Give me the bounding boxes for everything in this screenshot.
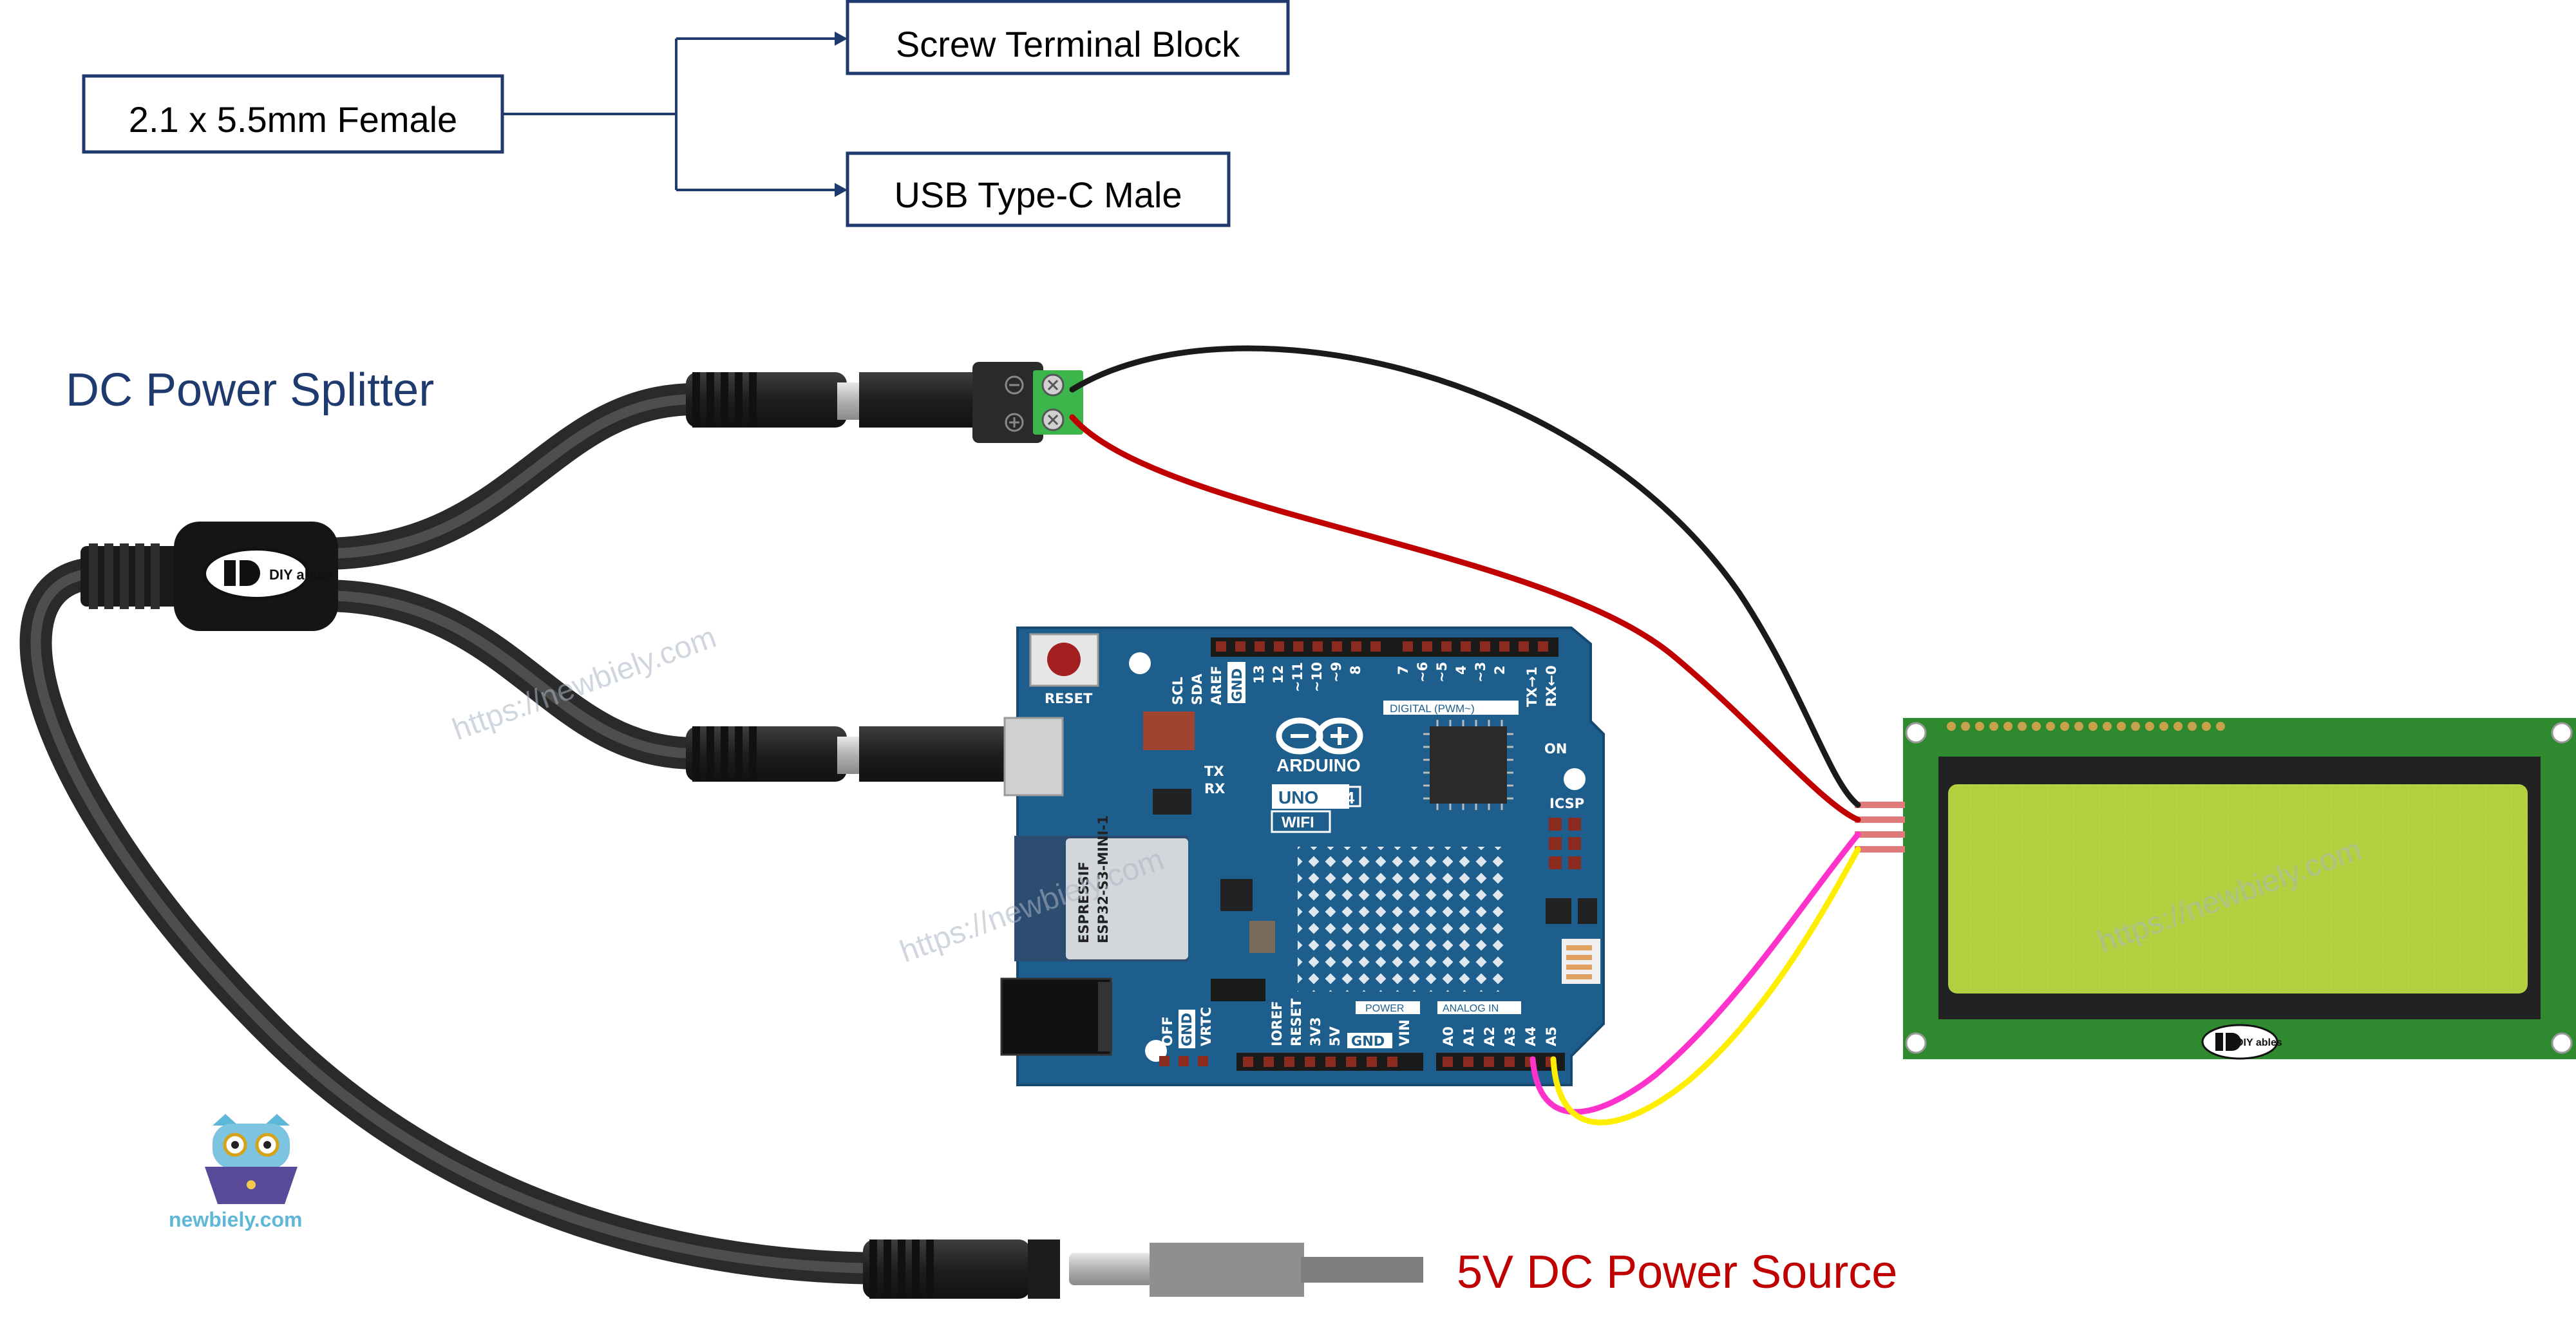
wire-yellow-scl [1550, 846, 1861, 1126]
module-name: ESP32-S3-MINI-1 [1095, 815, 1111, 943]
wire-red-vcc [1069, 414, 1861, 823]
top-pin-label: AREF [1209, 666, 1224, 705]
rx-led-label: RX [1204, 781, 1225, 796]
top-pin-label: 12 [1271, 665, 1286, 684]
top-pin-label: RX←0 [1544, 665, 1559, 707]
female-jack-board [686, 726, 1007, 782]
top-pin-label: ~6 [1415, 662, 1430, 683]
arduino-uno-r4-wifi-board: RESET ESPRESSIF ESP32-S3-MINI-1 SCL SDA … [1000, 627, 1605, 1086]
output-top-label: Screw Terminal Block [896, 24, 1240, 64]
female-jack-top [686, 370, 985, 431]
esp32-module: ESPRESSIF ESP32-S3-MINI-1 [1014, 815, 1188, 961]
arduino-logo [1276, 717, 1363, 755]
digital-header-label: DIGITAL (PWM~) [1390, 702, 1475, 715]
rtc-pin-labels: OFF GND VRTC [1160, 1007, 1214, 1048]
top-pin-labels: SCL SDA AREF GND 13 12 ~11 ~10 ~9 8 7 ~6… [1170, 662, 1559, 715]
analog-pin-label: A2 [1482, 1026, 1497, 1046]
rtc-pin-label: VRTC [1198, 1007, 1214, 1046]
splitter-brand-text: DIY ables [269, 567, 333, 583]
on-led-label: ON [1544, 741, 1567, 757]
arrow-head-top [835, 32, 848, 46]
module-vendor: ESPRESSIF [1076, 862, 1092, 943]
lcd-i2c-pins [1855, 802, 1905, 853]
power-source-plug [863, 1239, 1423, 1299]
board-revision: R4 [1333, 788, 1355, 807]
wires [1069, 345, 1861, 1126]
input-label: 2.1 x 5.5mm Female [129, 99, 457, 140]
rtc-pin-label: OFF [1160, 1016, 1175, 1046]
terminal-plus-icon [1005, 413, 1024, 432]
top-pin-label: 8 [1348, 665, 1363, 675]
analog-pin-label: A1 [1461, 1026, 1477, 1046]
top-pin-label: ~9 [1329, 662, 1344, 683]
analog-pin-label: A5 [1544, 1026, 1559, 1046]
splitter-cables [19, 383, 905, 1285]
output-bottom-box [846, 151, 1231, 227]
cable-to-screw-terminal [306, 383, 712, 570]
splitter-hub: DIY ables [80, 522, 338, 631]
top-pin-label: ~3 [1473, 662, 1488, 683]
icsp-header [1549, 818, 1581, 869]
top-pin-label: ~11 [1290, 662, 1305, 692]
top-pin-label: ~10 [1309, 662, 1325, 692]
power-pin-label: GND [1351, 1033, 1385, 1049]
analog-pin-labels: A0 A1 A2 A3 A4 A5 [1441, 1026, 1559, 1046]
tx-led-label: TX [1204, 764, 1224, 779]
board-model: UNO [1278, 787, 1318, 807]
terminal-minus-icon [1005, 375, 1024, 395]
top-pin-label: 13 [1251, 665, 1267, 684]
icsp-label: ICSP [1549, 796, 1584, 811]
power-pin-labels: IOREF RESET 3V3 5V GND VIN [1269, 998, 1412, 1049]
power-header-label: POWER [1365, 1003, 1404, 1014]
analog-pin-label: A3 [1502, 1026, 1518, 1046]
power-pin-label: IOREF [1269, 1001, 1285, 1046]
board-variant: WIFI [1282, 814, 1314, 831]
analog-pin-label: A0 [1441, 1026, 1456, 1046]
arduino-brand: ARDUINO [1276, 755, 1361, 775]
wire-pink-sda [1530, 831, 1861, 1115]
top-pin-label: SDA [1189, 673, 1205, 705]
lcd-display: DIY ables [1903, 718, 2576, 1060]
power-pin-label: VIN [1397, 1019, 1412, 1046]
top-pin-label: GND [1229, 668, 1245, 702]
splitter-block-diagram: 2.1 x 5.5mm Female Screw Terminal Block … [82, 0, 1290, 227]
top-pin-label: ~5 [1434, 662, 1450, 683]
analog-pin-label: A4 [1523, 1026, 1539, 1046]
top-pin-label: 2 [1492, 665, 1508, 675]
barrel-jack [1000, 977, 1112, 1056]
top-pin-headers [1211, 637, 1558, 657]
top-pin-label: 4 [1454, 665, 1469, 675]
screw-terminal-block [972, 362, 1083, 443]
cable-to-power-source [19, 557, 905, 1285]
power-pin-label: 3V3 [1308, 1017, 1323, 1046]
reset-label: RESET [1045, 691, 1093, 706]
newbiely-brand: newbiely.com [169, 1208, 302, 1231]
input-label-box [82, 74, 504, 154]
newbiely-logo: newbiely.com [169, 1114, 302, 1231]
splitter-connector-lines [502, 37, 840, 191]
led-matrix [1298, 847, 1504, 992]
top-pin-label: SCL [1170, 677, 1186, 705]
power-pin-label: 5V [1327, 1026, 1343, 1046]
lcd-brand-text: DIY ables [2236, 1037, 2282, 1048]
power-pin-label: RESET [1289, 998, 1304, 1046]
dc-power-splitter-label: DC Power Splitter [66, 364, 434, 416]
top-pin-label: 7 [1396, 665, 1411, 675]
lcd-screen [1948, 784, 2528, 994]
output-top-box [846, 0, 1290, 75]
analog-header-label: ANALOG IN [1443, 1003, 1499, 1014]
power-source-label: 5V DC Power Source [1457, 1247, 1897, 1298]
arrow-head-bottom [835, 183, 848, 197]
output-bottom-label: USB Type-C Male [894, 174, 1182, 215]
main-mcu-chip [1430, 726, 1507, 804]
top-pin-label: TX→1 [1524, 666, 1540, 707]
rtc-pin-label: GND [1179, 1013, 1195, 1046]
reset-button [1029, 633, 1099, 687]
usb-c-port [1003, 717, 1064, 796]
wire-black-gnd [1069, 345, 1861, 808]
